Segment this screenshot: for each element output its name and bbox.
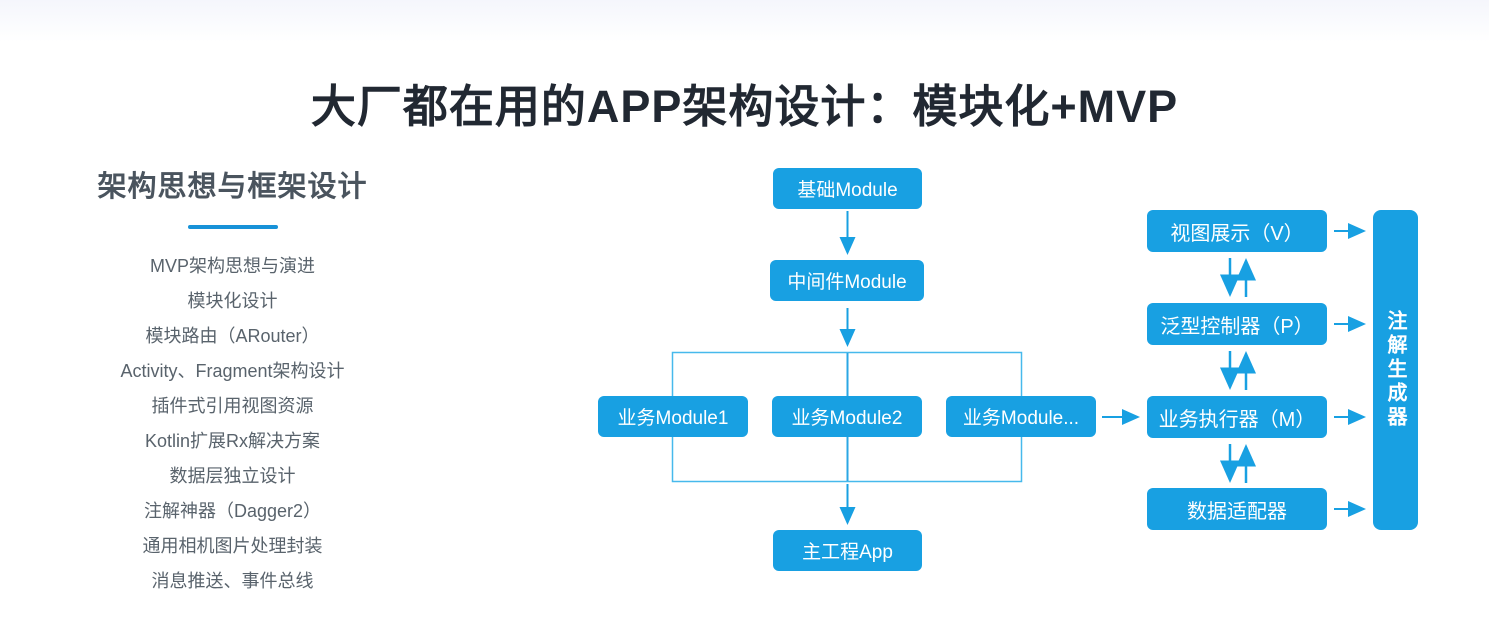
sidebar-heading-underline (187, 225, 278, 229)
sidebar-item-kotlin-rx: Kotlin扩展Rx解决方案 (144, 431, 321, 451)
top-gradient (0, 0, 1489, 42)
node-view: 视图展示（V） (1147, 210, 1327, 252)
sidebar-item-arouter: 模块路由（ARouter） (145, 326, 320, 346)
page-title: 大厂都在用的APP架构设计：模块化+MVP (310, 81, 1179, 133)
node-base-module: 基础Module (773, 168, 922, 209)
node-business-module-1: 业务Module1 (598, 396, 748, 437)
node-model: 业务执行器（M） (1147, 396, 1327, 438)
sidebar-item-push-eventbus: 消息推送、事件总线 (151, 571, 314, 591)
sidebar-item-modular-design: 模块化设计 (187, 291, 278, 311)
sidebar-item-activity-fragment: Activity、Fragment架构设计 (120, 361, 345, 381)
node-business-module-2: 业务Module2 (772, 396, 922, 437)
sidebar: 架构思想与框架设计 MVP架构思想与演进 模块化设计 模块路由（ARouter）… (60, 163, 405, 599)
node-business-module-more: 业务Module... (946, 396, 1096, 437)
sidebar-item-dagger2: 注解神器（Dagger2） (143, 501, 322, 521)
node-data-adapter: 数据适配器 (1147, 488, 1327, 530)
sidebar-heading: 架构思想与框架设计 (97, 171, 368, 203)
sidebar-item-camera-image: 通用相机图片处理封装 (142, 536, 323, 556)
node-main-app: 主工程App (773, 530, 922, 571)
sidebar-list: MVP架构思想与演进 模块化设计 模块路由（ARouter） Activity、… (60, 249, 405, 599)
node-annotation-generator: 注解生成器 (1373, 210, 1418, 530)
node-middleware-module: 中间件Module (770, 260, 924, 301)
sidebar-item-plugin-view-res: 插件式引用视图资源 (151, 396, 314, 416)
sidebar-item-data-layer: 数据层独立设计 (169, 466, 296, 486)
sidebar-item-mvp-evolution: MVP架构思想与演进 (149, 256, 315, 276)
node-presenter: 泛型控制器（P） (1147, 303, 1327, 345)
